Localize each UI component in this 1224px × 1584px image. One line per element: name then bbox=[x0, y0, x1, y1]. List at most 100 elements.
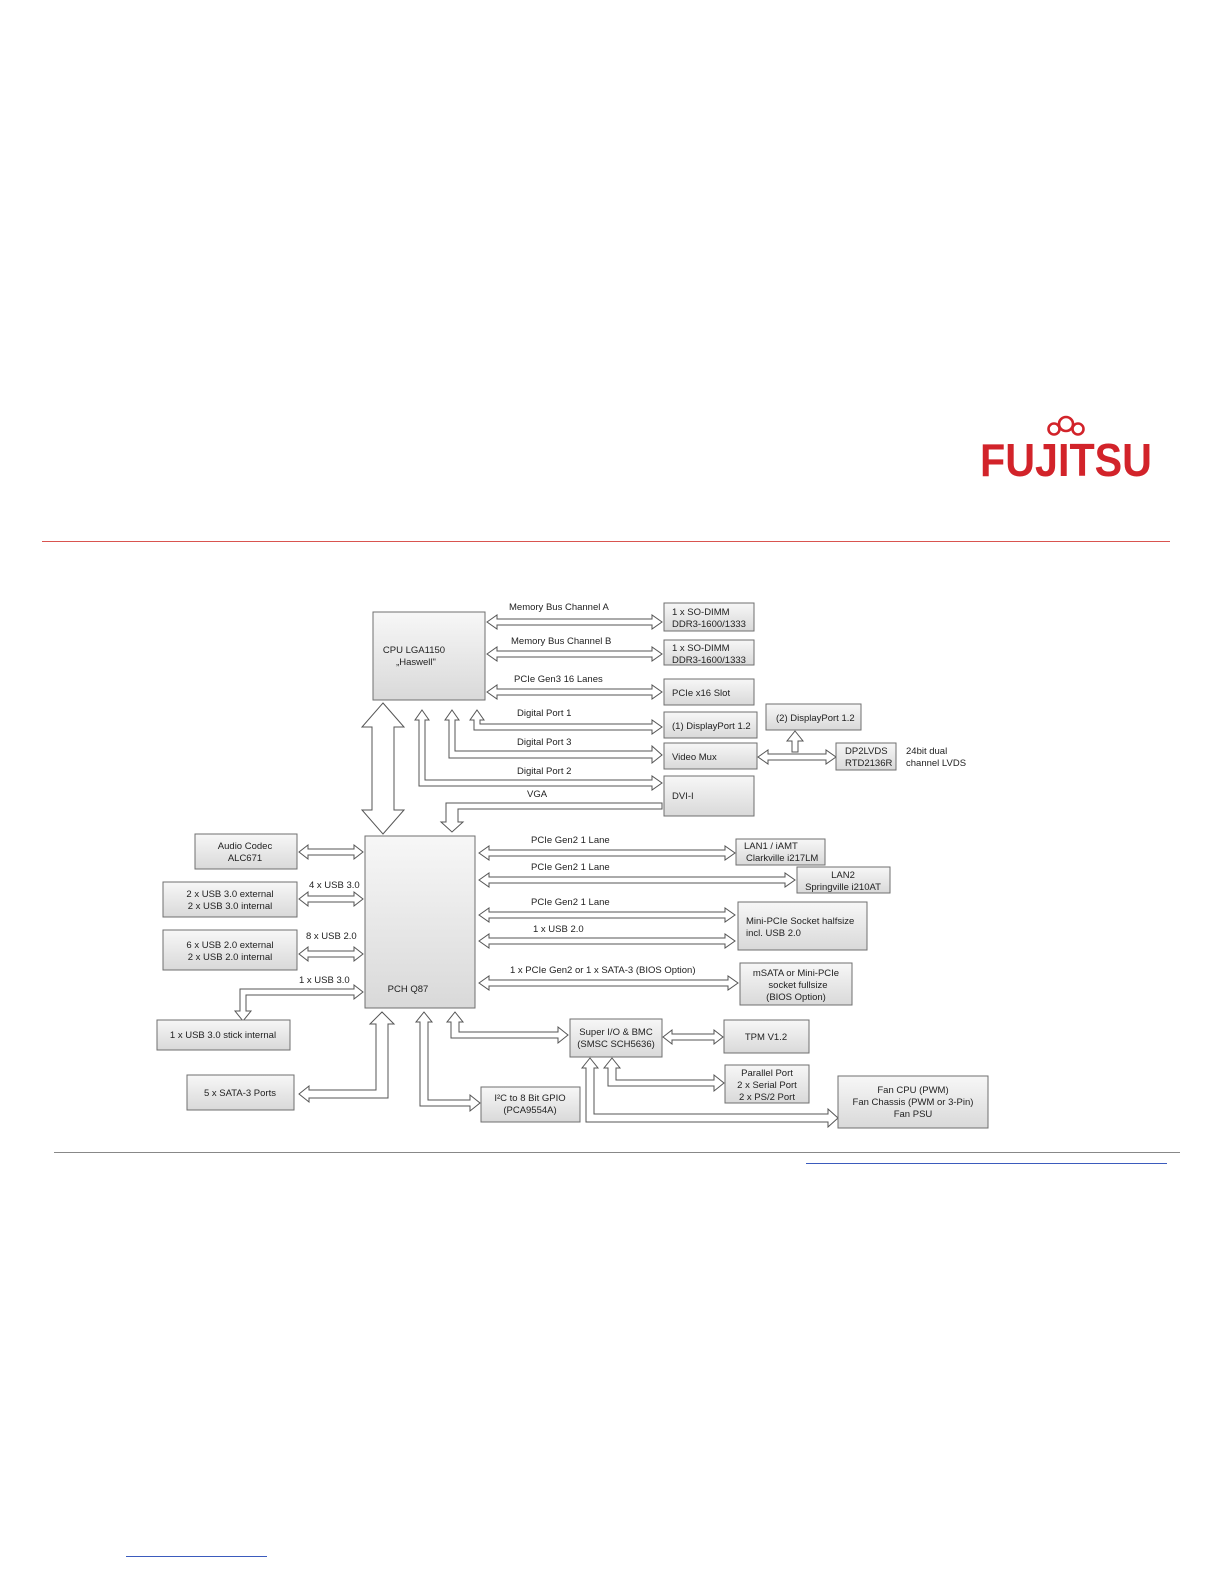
parallel-label-2: 2 x Serial Port bbox=[737, 1080, 797, 1091]
msata-label-3: (BIOS Option) bbox=[766, 992, 826, 1003]
usb20-label-2: 2 x USB 2.0 internal bbox=[188, 952, 273, 963]
minipcie-box bbox=[737, 901, 868, 951]
components: CPU LGA1150 „Haswell" PCH Q87 1 x SO-DIM… bbox=[156, 602, 989, 1129]
arrow-usb20 bbox=[298, 945, 364, 963]
displayport-1-label: (1) DisplayPort 1.2 bbox=[672, 721, 751, 732]
usb20-label-1: 6 x USB 2.0 external bbox=[186, 940, 273, 951]
footer-divider bbox=[54, 1152, 1180, 1153]
footer-link-underline[interactable] bbox=[806, 1163, 1167, 1164]
gpio-label-2: (PCA9554A) bbox=[503, 1105, 556, 1116]
arrow-digital-port-2 bbox=[414, 709, 663, 791]
sodimm-b-box bbox=[663, 639, 755, 666]
digital-port-3-label: Digital Port 3 bbox=[517, 737, 571, 748]
dvi-label: DVI-I bbox=[672, 791, 694, 802]
fan-box bbox=[837, 1075, 989, 1129]
sodimm-a-box bbox=[663, 602, 755, 632]
minipcie-usb-bus-label: 1 x USB 2.0 bbox=[533, 924, 584, 935]
arrow-vga bbox=[439, 802, 663, 833]
sodimm-a-label-2: DDR3-1600/1333 bbox=[672, 619, 746, 630]
pch-box bbox=[364, 835, 476, 1009]
minipcie-label-1: Mini-PCIe Socket halfsize bbox=[746, 916, 854, 927]
superio-label-2: (SMSC SCH5636) bbox=[577, 1039, 655, 1050]
arrow-memory-a bbox=[486, 614, 663, 630]
sodimm-a-label-1: 1 x SO-DIMM bbox=[672, 607, 730, 618]
audio-codec-box bbox=[194, 833, 298, 870]
arrow-memory-b bbox=[486, 646, 663, 662]
arrow-digital-port-1 bbox=[469, 709, 663, 735]
usb20-bus-label: 8 x USB 2.0 bbox=[306, 931, 357, 942]
lan2-bus-label: PCIe Gen2 1 Lane bbox=[531, 862, 610, 873]
pcie-x16-bus-label: PCIe Gen3 16 Lanes bbox=[514, 674, 603, 685]
fujitsu-logo: FUJITSU bbox=[980, 415, 1152, 486]
msata-box bbox=[739, 962, 853, 1006]
lvds-note-1: 24bit dual bbox=[906, 746, 947, 757]
parallel-box bbox=[724, 1064, 810, 1104]
lan1-box bbox=[735, 838, 826, 866]
dp2lvds-label-1: DP2LVDS bbox=[845, 746, 888, 757]
tpm-box bbox=[723, 1019, 810, 1054]
logo-wordmark: FUJITSU bbox=[980, 434, 1152, 486]
parallel-label-3: 2 x PS/2 Port bbox=[739, 1092, 795, 1103]
gpio-box bbox=[480, 1086, 581, 1123]
sodimm-b-label-1: 1 x SO-DIMM bbox=[672, 643, 730, 654]
fan-label-2: Fan Chassis (PWM or 3-Pin) bbox=[853, 1097, 974, 1108]
parallel-label-1: Parallel Port bbox=[741, 1068, 793, 1079]
arrow-lan1 bbox=[478, 845, 736, 861]
cpu-label-1: CPU LGA1150 bbox=[383, 645, 445, 656]
memory-b-bus-label: Memory Bus Channel B bbox=[511, 636, 611, 647]
arrow-cpu-pch bbox=[360, 702, 406, 835]
arrow-minipcie-usb bbox=[478, 933, 736, 949]
video-mux-box bbox=[663, 742, 758, 770]
lvds-note-2: channel LVDS bbox=[906, 758, 966, 769]
minipcie-label-2: incl. USB 2.0 bbox=[746, 928, 801, 939]
header-divider bbox=[42, 541, 1170, 542]
lan1-label-1: LAN1 / iAMT bbox=[744, 841, 798, 852]
bottom-link-underline[interactable] bbox=[126, 1556, 267, 1557]
dp2lvds-box bbox=[835, 742, 897, 771]
audio-label-1: Audio Codec bbox=[218, 841, 273, 852]
sata-box bbox=[186, 1074, 295, 1111]
usb30-label-2: 2 x USB 3.0 internal bbox=[188, 901, 273, 912]
pcie-x16-label: PCIe x16 Slot bbox=[672, 688, 730, 699]
lan1-label-2: Clarkville i217LM bbox=[746, 853, 818, 864]
arrow-digital-port-3 bbox=[444, 709, 663, 765]
lan2-label-1: LAN2 bbox=[831, 870, 855, 881]
memory-a-bus-label: Memory Bus Channel A bbox=[509, 602, 609, 613]
arrow-audio bbox=[298, 843, 364, 861]
usb20-box bbox=[162, 929, 298, 971]
msata-label-2: socket fullsize bbox=[768, 980, 827, 991]
arrow-gpio bbox=[414, 1011, 481, 1113]
digital-port-1-label: Digital Port 1 bbox=[517, 708, 571, 719]
arrow-parallel bbox=[602, 1057, 725, 1093]
cpu-box bbox=[372, 611, 486, 701]
arrow-usb30 bbox=[298, 890, 364, 908]
arrow-lan2 bbox=[478, 872, 796, 888]
lan2-label-2: Springville i210AT bbox=[805, 882, 881, 893]
arrow-tpm bbox=[662, 1028, 724, 1046]
pch-label: PCH Q87 bbox=[388, 984, 429, 995]
superio-label-1: Super I/O & BMC bbox=[579, 1027, 653, 1038]
displayport-1-box bbox=[663, 711, 758, 739]
usb30-bus-label: 4 x USB 3.0 bbox=[309, 880, 360, 891]
usb-stick-label: 1 x USB 3.0 stick internal bbox=[170, 1030, 276, 1041]
arrow-superio bbox=[445, 1011, 569, 1045]
fan-label-1: Fan CPU (PWM) bbox=[877, 1085, 948, 1096]
lan2-box bbox=[796, 866, 891, 894]
vga-label: VGA bbox=[527, 789, 548, 800]
superio-box bbox=[569, 1018, 663, 1058]
displayport-2-box bbox=[765, 703, 862, 731]
arrow-sata bbox=[298, 1011, 396, 1104]
arrow-usb-stick bbox=[233, 983, 364, 1022]
usb-stick-box bbox=[156, 1019, 291, 1051]
arrow-pcie-x16 bbox=[486, 684, 663, 700]
minipcie-pcie-bus-label: PCIe Gen2 1 Lane bbox=[531, 897, 610, 908]
msata-label-1: mSATA or Mini-PCIe bbox=[753, 968, 839, 979]
audio-label-2: ALC671 bbox=[228, 853, 262, 864]
arrow-minipcie-pcie bbox=[478, 907, 736, 923]
usb30-box bbox=[162, 881, 298, 918]
digital-port-2-label: Digital Port 2 bbox=[517, 766, 571, 777]
gpio-label-1: I²C to 8 Bit GPIO bbox=[494, 1093, 565, 1104]
usb-stick-bus-label: 1 x USB 3.0 bbox=[299, 975, 350, 986]
displayport-2-label: (2) DisplayPort 1.2 bbox=[776, 713, 855, 724]
